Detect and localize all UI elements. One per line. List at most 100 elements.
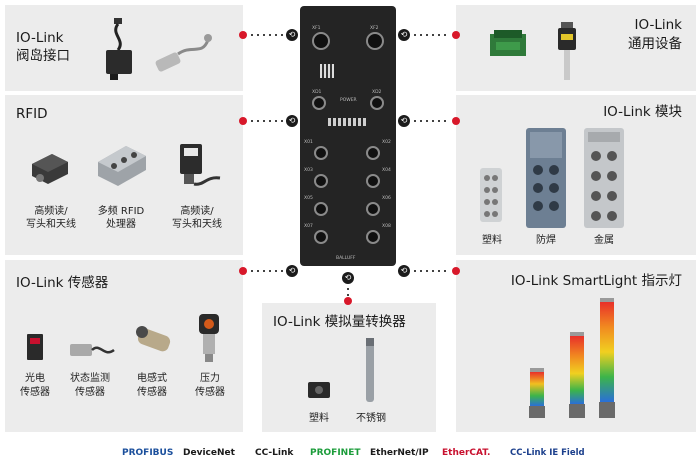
valve-connector-image: [106, 18, 132, 80]
module-label-weld: 防焊: [536, 235, 556, 246]
analog-converter-plastic-image: [308, 382, 330, 398]
connector-dot-smartlight: [452, 267, 460, 275]
hub-label-xf2: XF2: [370, 26, 379, 31]
connector-dot-modules: [452, 117, 460, 125]
io-link-icon-generic: ⟲: [398, 29, 410, 41]
io-link-icon-analog: ⟲: [342, 272, 354, 284]
hub-qr-code: [320, 64, 334, 78]
hub-port-x03: [314, 174, 328, 188]
connector-line-sensor: [249, 270, 285, 272]
io-link-icon-modules: ⟲: [398, 115, 410, 127]
hub-port-x08: [366, 230, 380, 244]
rfid-label-2a: 多频 RFID: [97, 206, 145, 217]
hub-port-x05: [314, 202, 328, 216]
connector-line-rfid: [249, 120, 285, 122]
rfid-label-2b: 处理器: [106, 219, 136, 230]
connector-line-analog: [347, 286, 349, 296]
logo-ethercat: EtherCAT.: [442, 448, 491, 458]
sensor-label-1a: 光电: [25, 373, 45, 384]
logo-ethernet-ip: EtherNet/IP: [370, 448, 429, 458]
sensor-label-3a: 电感式: [137, 373, 167, 384]
hub-label-x08: X08: [382, 224, 391, 229]
sensor-label-2b: 传感器: [75, 387, 105, 398]
valve-title-line1: IO-Link: [16, 30, 64, 46]
inductive-sensor-image: [136, 326, 171, 352]
smartlight-title: IO-Link SmartLight 指示灯: [510, 273, 682, 289]
hub-port-x01: [314, 146, 328, 160]
rfid-label-1a: 高频读/: [34, 206, 68, 217]
hub-label-x07: X07: [304, 224, 313, 229]
connector-line-smartlight: [412, 270, 448, 272]
sensor-label-4b: 传感器: [195, 387, 225, 398]
logo-profinet: PROFINET: [310, 448, 361, 458]
condition-monitoring-sensor-image: [70, 344, 115, 356]
hub-port-x06: [366, 202, 380, 216]
hub-label-xd2: XD2: [372, 90, 382, 95]
connector-line-modules: [412, 120, 448, 122]
hub-port-xf1: [312, 32, 330, 50]
hub-port-xd1: [312, 96, 326, 110]
module-metal-image: [584, 128, 624, 228]
module-weld-image: [526, 128, 566, 228]
module-label-plastic: 塑料: [482, 235, 502, 246]
connector-dot-sensor: [239, 267, 247, 275]
sensor-label-1b: 传感器: [20, 387, 50, 398]
sensor-label-2a: 状态监测: [70, 373, 110, 384]
logo-cc-link-ie-field: CC-Link IE Field: [510, 448, 585, 458]
generic-title-line1: IO-Link: [634, 17, 682, 33]
generic-sensor-hub-image: [558, 22, 576, 80]
hub-label-x03: X03: [304, 168, 313, 173]
hub-port-x07: [314, 230, 328, 244]
analog-label-plastic: 塑料: [309, 413, 329, 424]
sensor-title: IO-Link 传感器: [16, 275, 109, 291]
module-plastic-image: [480, 168, 502, 222]
hub-label-brand: BALLUFF: [336, 256, 356, 261]
hub-port-xf2: [366, 32, 384, 50]
sensor-label-4a: 压力: [200, 373, 220, 384]
io-link-master-hub: XF1 XF2 XD1 XD2 POWER X01 X02 X03 X04 X0…: [300, 6, 396, 266]
logo-cc-link: CC-Link: [255, 448, 294, 458]
io-link-icon-rfid: ⟲: [286, 115, 298, 127]
hub-label-xd1: XD1: [312, 90, 322, 95]
hub-label-power: POWER: [340, 98, 357, 103]
connector-line-valve: [249, 34, 285, 36]
connector-line-generic: [412, 34, 448, 36]
pressure-sensor-image: [199, 314, 219, 362]
hub-label-x01: X01: [304, 140, 313, 145]
analog-label-steel: 不锈钢: [356, 413, 386, 424]
hub-label-xf1: XF1: [312, 26, 321, 31]
modules-title: IO-Link 模块: [603, 104, 682, 120]
module-label-metal: 金属: [594, 235, 614, 246]
rfid-label-1b: 写头和天线: [26, 219, 76, 230]
io-link-icon-smartlight: ⟲: [398, 265, 410, 277]
hub-label-x05: X05: [304, 196, 313, 201]
valve-title-line2: 阀岛接口: [16, 48, 70, 64]
analog-converter-steel-image: [366, 338, 374, 402]
hub-port-xd2: [370, 96, 384, 110]
hub-port-x02: [366, 146, 380, 160]
connector-dot-analog: [344, 297, 352, 305]
hub-port-x04: [366, 174, 380, 188]
io-link-icon-valve: ⟲: [286, 29, 298, 41]
logo-profibus: PROFIBUS: [122, 448, 174, 458]
hub-label-x04: X04: [382, 168, 391, 173]
rfid-processor-image: [98, 146, 146, 186]
rfid-reader-image-2: [180, 144, 221, 186]
rfid-label-3a: 高频读/: [180, 206, 214, 217]
io-link-icon-sensor: ⟲: [286, 265, 298, 277]
generic-io-terminal-image: [490, 30, 526, 56]
rfid-title: RFID: [16, 106, 48, 122]
photoelectric-sensor-image: [27, 334, 43, 360]
connector-dot-rfid: [239, 117, 247, 125]
hub-label-x02: X02: [382, 140, 391, 145]
connector-dot-generic: [452, 31, 460, 39]
valve-cable-image: [155, 34, 212, 72]
hub-label-x06: X06: [382, 196, 391, 201]
smartlight-short-image: [529, 368, 545, 418]
analog-title: IO-Link 模拟量转换器: [273, 314, 406, 330]
sensor-label-3b: 传感器: [137, 387, 167, 398]
rfid-label-3b: 写头和天线: [172, 219, 222, 230]
connector-dot-valve: [239, 31, 247, 39]
rfid-reader-image-1: [32, 154, 68, 184]
hub-led-strip: [328, 118, 368, 126]
